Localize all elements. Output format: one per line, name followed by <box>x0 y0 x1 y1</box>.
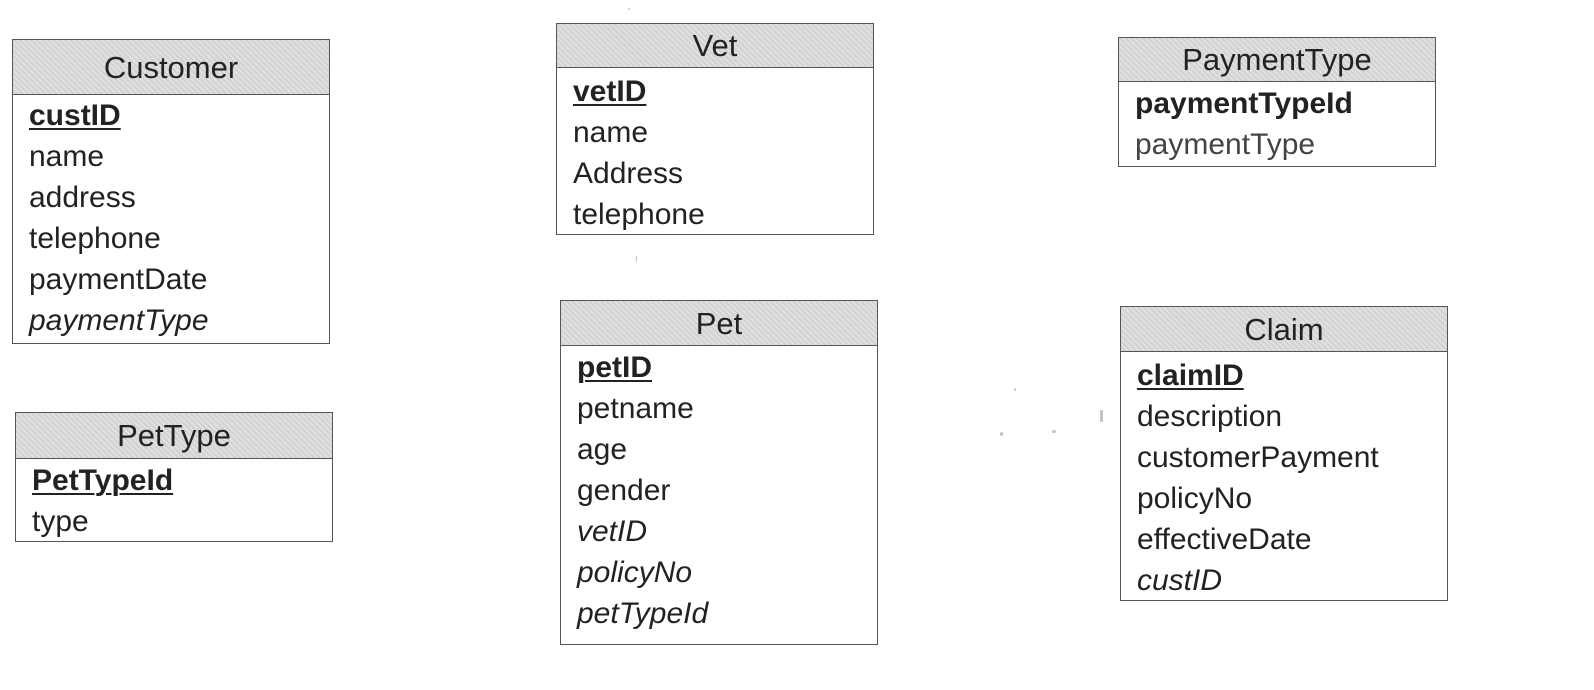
scan-speck <box>628 8 630 10</box>
scan-speck <box>1014 388 1016 391</box>
attribute-list: custID name address telephone paymentDat… <box>13 95 329 341</box>
entity-claim: Claim claimID description customerPaymen… <box>1120 306 1448 601</box>
attribute: age <box>577 433 628 466</box>
attribute-list: vetID name Address telephone <box>557 68 873 235</box>
attribute: policyNo <box>1137 482 1253 515</box>
attribute: paymentType <box>1135 128 1316 161</box>
attribute-primary-key: custID <box>29 99 121 132</box>
attribute: effectiveDate <box>1137 523 1312 556</box>
entity-customer: Customer custID name address telephone p… <box>12 39 330 344</box>
scan-speck <box>636 256 637 262</box>
entity-title: Customer <box>13 40 329 95</box>
attribute-list: petID petname age gender vetID policyNo … <box>561 346 877 634</box>
attribute: petname <box>577 392 694 425</box>
entity-title: Pet <box>561 301 877 346</box>
attribute: name <box>573 116 649 149</box>
attribute: type <box>32 505 89 538</box>
attribute-foreign-key: petTypeId <box>577 597 709 630</box>
attribute: address <box>29 181 136 214</box>
attribute-primary-key: claimID <box>1137 359 1244 392</box>
entity-title: Vet <box>557 24 873 68</box>
scan-speck <box>1000 432 1003 436</box>
attribute-list: claimID description customerPayment poli… <box>1121 352 1447 601</box>
scan-speck <box>1100 410 1103 422</box>
attribute: telephone <box>29 222 161 255</box>
attribute-key: paymentTypeId <box>1135 87 1353 120</box>
entity-paymenttype: PaymentType paymentTypeId paymentType <box>1118 37 1436 167</box>
attribute-list: paymentTypeId paymentType <box>1119 82 1435 165</box>
attribute-foreign-key: policyNo <box>577 556 693 589</box>
entity-title: Claim <box>1121 307 1447 352</box>
entity-title: PaymentType <box>1119 38 1435 82</box>
entity-pettype: PetType PetTypeId type <box>15 412 333 542</box>
entity-pet: Pet petID petname age gender vetID polic… <box>560 300 878 645</box>
attribute: customerPayment <box>1137 441 1379 474</box>
attribute-foreign-key: vetID <box>577 515 648 548</box>
attribute-list: PetTypeId type <box>16 459 332 542</box>
scan-speck <box>1052 430 1056 433</box>
attribute: Address <box>573 157 684 190</box>
attribute: description <box>1137 400 1283 433</box>
attribute: gender <box>577 474 671 507</box>
attribute: paymentDate <box>29 263 208 296</box>
entity-vet: Vet vetID name Address telephone <box>556 23 874 235</box>
attribute-foreign-key: custID <box>1137 564 1223 597</box>
attribute-primary-key: PetTypeId <box>32 464 174 497</box>
entity-title: PetType <box>16 413 332 459</box>
attribute-foreign-key: paymentType <box>29 304 209 337</box>
attribute-primary-key: petID <box>577 351 652 384</box>
attribute-primary-key: vetID <box>573 75 647 108</box>
attribute: telephone <box>573 198 705 231</box>
attribute: name <box>29 140 105 173</box>
